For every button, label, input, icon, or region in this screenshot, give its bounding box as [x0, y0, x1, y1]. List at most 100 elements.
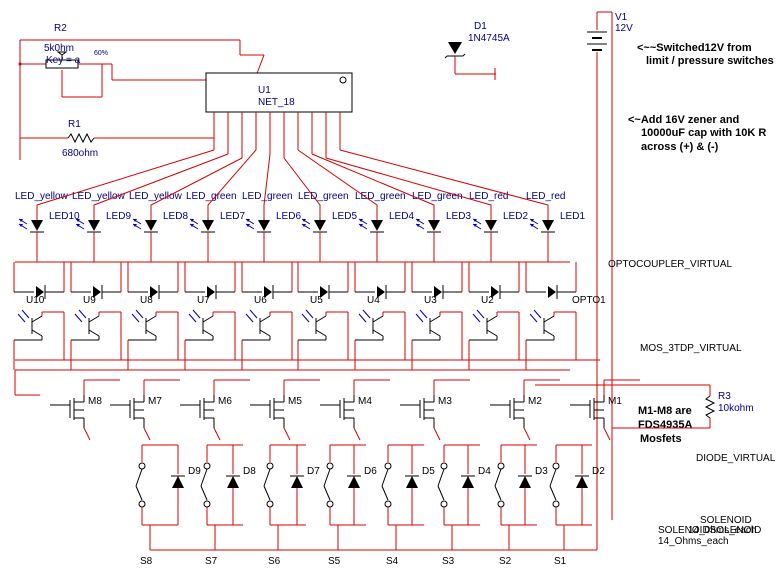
- led-arrow: [530, 219, 534, 222]
- opto-diode: [36, 286, 44, 298]
- opto-ref-label: U2: [481, 295, 494, 306]
- r2-value: 5k0hm: [44, 43, 74, 54]
- opto-diode: [264, 286, 272, 298]
- diode-ref-label: D5: [422, 466, 435, 477]
- mosfet-m5: M5: [250, 379, 320, 441]
- led-triangle: [542, 220, 554, 231]
- mosfet-m4: M4: [320, 379, 390, 441]
- led-arrow: [416, 224, 420, 227]
- solenoid-terminal: [440, 462, 448, 470]
- led-triangle: [258, 220, 270, 231]
- led-arrow: [473, 219, 477, 222]
- opto-ref-label: U10: [26, 295, 45, 306]
- opto-ref-label: U3: [424, 295, 437, 306]
- note-switched-2: limit / pressure switches: [646, 55, 774, 67]
- diode-triangle: [348, 476, 360, 488]
- component-columns: LED_yellowLED10LED_yellowLED9LED_yellowL…: [13, 112, 640, 567]
- r2-key: Key = a: [46, 55, 81, 66]
- mosfet-ref-label: M6: [218, 396, 232, 407]
- led-ref-label: LED9: [106, 211, 131, 222]
- solenoid-ref-label: S3: [442, 556, 455, 567]
- led-color-label: LED_yellow: [72, 191, 126, 202]
- opto-u10: U10: [13, 262, 65, 370]
- led-arrow: [246, 219, 250, 222]
- note-mosfet-3: Mosfets: [640, 433, 682, 445]
- opto-diode: [320, 286, 328, 298]
- led-wire: [93, 153, 229, 220]
- led-ref-label: LED4: [389, 211, 414, 222]
- v1-value: 12V: [615, 23, 633, 34]
- led-arrow: [473, 224, 477, 227]
- note-mosfet-2: FDS4935A: [638, 419, 692, 431]
- solenoid-terminal: [552, 500, 560, 508]
- opto-u6: U6: [241, 262, 293, 370]
- diode-ref-label: D6: [364, 466, 377, 477]
- r2-potentiometer: [18, 39, 265, 160]
- led-arrow: [530, 224, 534, 227]
- solenoid-s4: S4: [381, 444, 424, 567]
- solenoid-s2: S2: [494, 444, 537, 567]
- mosfet-m3: M3: [400, 379, 470, 441]
- led-wire: [297, 149, 378, 220]
- opto-diode: [93, 286, 101, 298]
- diode-ref-label: D9: [188, 466, 201, 477]
- mosfet-m8: M8: [50, 379, 120, 441]
- led-color-label: LED_yellow: [15, 191, 69, 202]
- opto-diode: [150, 286, 158, 298]
- mosfet-ref-label: M4: [358, 396, 372, 407]
- r1-value: 680ohm: [62, 148, 98, 159]
- led-triangle: [202, 220, 214, 231]
- led-wire: [150, 157, 243, 220]
- led-arrow: [359, 219, 363, 222]
- opto-u5: U5: [297, 262, 349, 370]
- solenoid-label-a: SOLENOID: [700, 515, 752, 526]
- opto-ref-label: U9: [83, 295, 96, 306]
- opto-diode: [491, 286, 499, 298]
- led-ref-label: LED1: [560, 211, 585, 222]
- diode-triangle: [291, 476, 303, 488]
- led-color-label: LED_green: [355, 191, 406, 202]
- note-zener-1: <~Add 16V zener and: [628, 114, 739, 126]
- led-arrow: [76, 224, 80, 227]
- opto-ref-label: U5: [310, 295, 323, 306]
- diode-triangle: [519, 476, 531, 488]
- solenoid-s7: S7: [200, 444, 243, 567]
- diode-ref-label: D8: [243, 466, 256, 477]
- d1-name: D1: [474, 21, 487, 32]
- diode-triangle: [576, 476, 588, 488]
- diode-triangle: [227, 476, 239, 488]
- opto-ref-label: OPTO1: [572, 295, 606, 306]
- r2-name: R2: [54, 23, 67, 34]
- mosfet-m7: M7: [110, 379, 180, 441]
- led-arrow: [416, 219, 420, 222]
- u1-chip: [205, 72, 353, 113]
- diode-ref-label: D2: [592, 466, 605, 477]
- solenoid-ref-label: S5: [328, 556, 341, 567]
- led-color-label: LED_green: [242, 191, 293, 202]
- solenoid-s5: S5: [323, 444, 366, 567]
- diode-d6: D6: [347, 445, 377, 525]
- led-triangle: [485, 220, 497, 231]
- led-arrow: [246, 224, 250, 227]
- opto-ref-label: U8: [140, 295, 153, 306]
- solenoid-ref-label: S4: [386, 556, 399, 567]
- led-arrow: [76, 219, 80, 222]
- note-mosfet-1: M1-M8 are: [638, 405, 692, 417]
- u1-name: U1: [258, 85, 271, 96]
- mosfet-m6: M6: [180, 379, 250, 441]
- led-ref-label: LED2: [503, 211, 528, 222]
- solenoid-ref-label: S7: [205, 556, 218, 567]
- r3-value: 10kohm: [718, 403, 754, 414]
- diode-ref-label: D7: [307, 466, 320, 477]
- diode-ref-label: D4: [478, 466, 491, 477]
- led-wire: [339, 149, 549, 220]
- led-wire: [36, 149, 215, 220]
- led-ref-label: LED3: [446, 211, 471, 222]
- opto-u9: U9: [70, 262, 122, 370]
- d1-part: 1N4745A: [468, 33, 510, 44]
- diode-triangle: [406, 476, 418, 488]
